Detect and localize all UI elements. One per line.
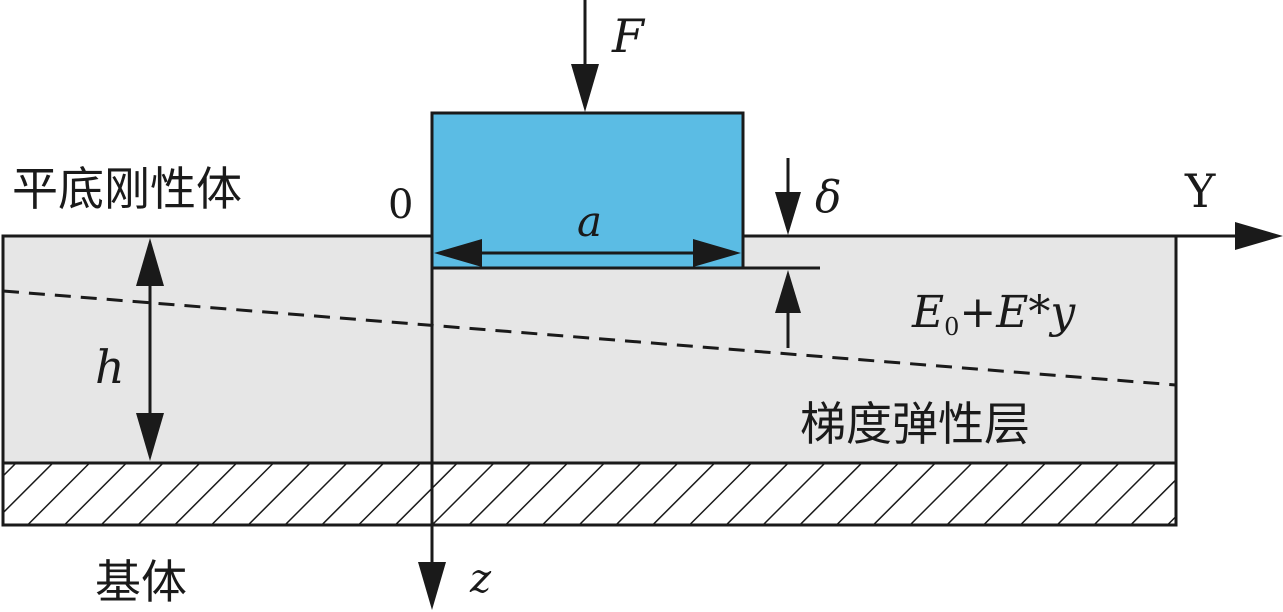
modulus-e: E <box>911 287 944 338</box>
width-label: a <box>577 197 602 246</box>
rigid-punch <box>430 111 745 270</box>
width-arrowhead-right <box>693 239 741 267</box>
rigid-body-label: 平底刚性体 <box>12 162 242 216</box>
graded-layer-label: 梯度弹性层 <box>800 397 1030 451</box>
thickness-label: h <box>95 340 125 394</box>
force-arrowhead <box>571 64 599 112</box>
thickness-arrowhead-bottom <box>136 413 164 461</box>
substrate-label: 基体 <box>95 555 187 609</box>
modulus-formula: E0+E*y <box>911 287 1076 341</box>
z-axis-label: z <box>469 556 492 602</box>
modulus-rest: +E*y <box>959 287 1076 338</box>
y-axis-arrowhead <box>1235 222 1283 250</box>
delta-arrowhead-top <box>775 192 801 235</box>
thickness-arrowhead-top <box>136 238 164 286</box>
substrate-hatch <box>1 461 1178 527</box>
delta-arrowhead-bottom <box>775 270 801 313</box>
origin-label: 0 <box>388 182 413 228</box>
modulus-subscript: 0 <box>944 313 959 341</box>
y-axis-label: Y <box>1184 164 1216 218</box>
graded-elastic-layer <box>1 234 1178 465</box>
gradient-dashed-line <box>2 289 1177 387</box>
force-label: F <box>611 9 646 63</box>
z-axis-arrowhead <box>418 562 446 610</box>
indentation-label: δ <box>815 172 842 223</box>
width-arrowhead-left <box>434 239 482 267</box>
